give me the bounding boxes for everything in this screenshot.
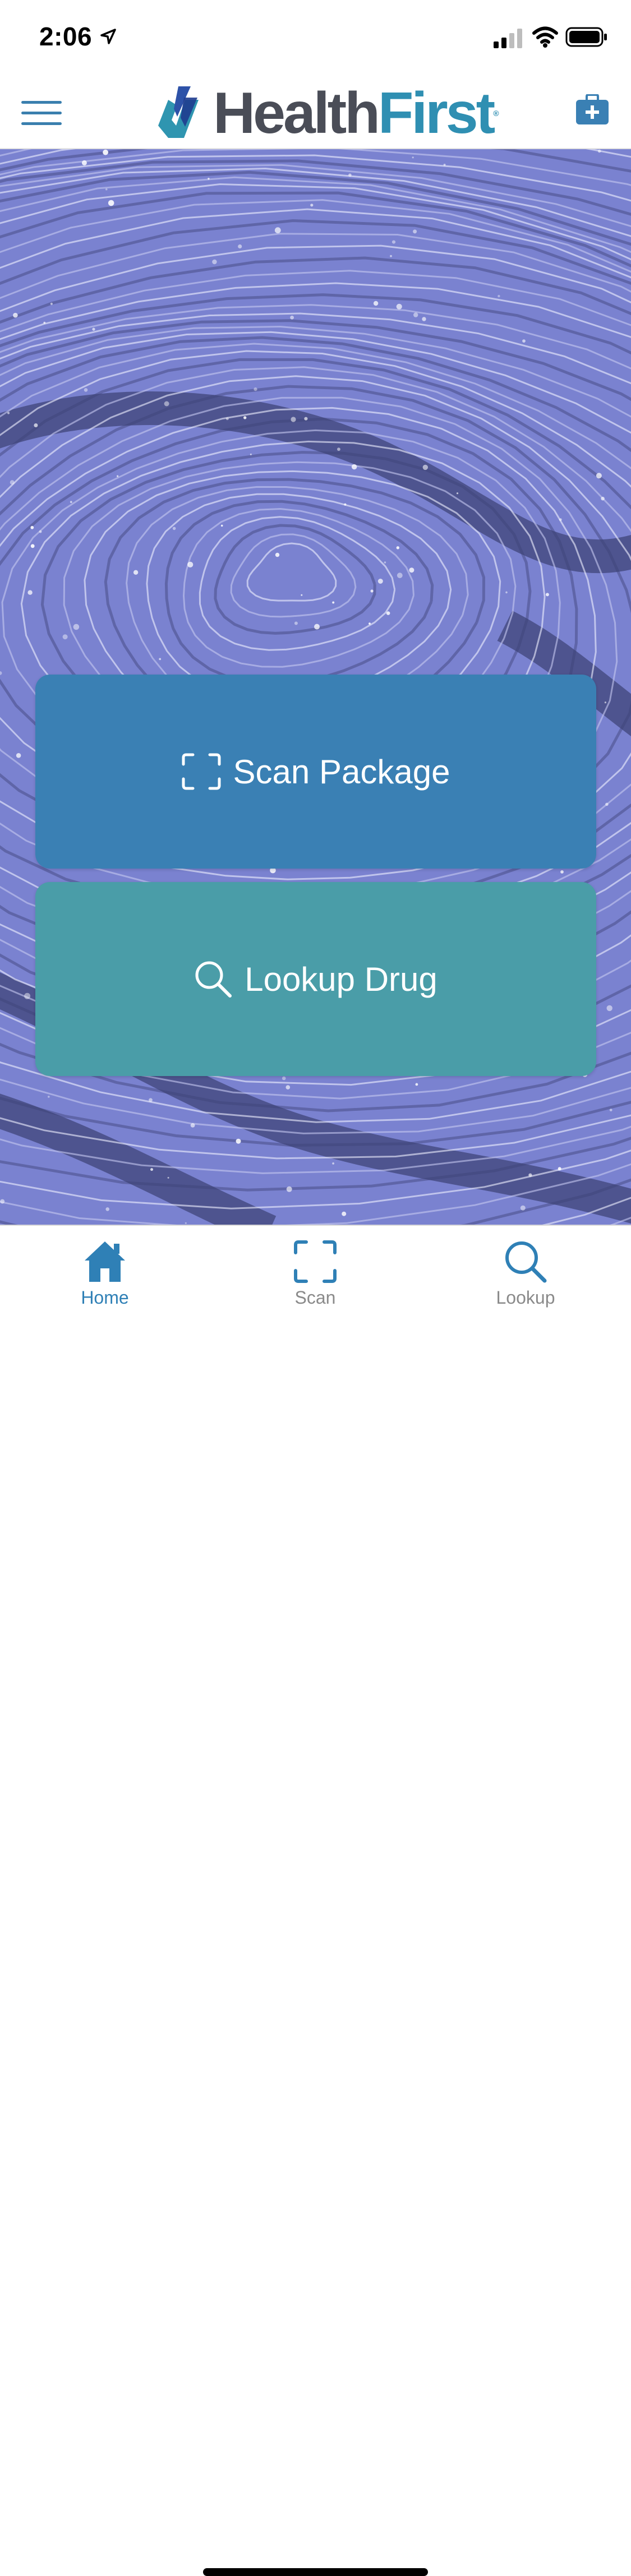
wifi-icon [532, 26, 558, 48]
search-icon [195, 961, 232, 998]
status-time: 2:06 [39, 22, 93, 51]
tab-scan-label: Scan [294, 1287, 336, 1308]
tab-home[interactable]: Home [38, 1239, 172, 1318]
status-bar: 2:06 [0, 0, 631, 74]
signal-icon [494, 29, 522, 48]
tab-home-label: Home [81, 1287, 129, 1308]
logo-text-health: Health [213, 81, 380, 146]
logo-mark-icon [158, 86, 199, 138]
logo-text-first: First [377, 81, 495, 146]
scan-package-button[interactable]: Scan Package [35, 675, 596, 869]
search-icon [505, 1241, 547, 1283]
lookup-drug-label: Lookup Drug [245, 960, 437, 998]
lookup-drug-button[interactable]: Lookup Drug [35, 882, 596, 1076]
header-bar: HealthFirst® [0, 74, 631, 149]
medical-kit-icon[interactable] [575, 94, 609, 126]
tab-lookup[interactable]: Lookup [458, 1239, 593, 1318]
healthfirst-logo: HealthFirst® [151, 80, 499, 142]
registered-mark: ® [493, 109, 499, 118]
scan-frame-icon [182, 753, 221, 790]
hero-background: Scan Package Lookup Drug [0, 149, 631, 1225]
tab-scan[interactable]: Scan [248, 1239, 383, 1318]
scan-package-label: Scan Package [233, 753, 450, 791]
hamburger-icon[interactable] [21, 100, 62, 127]
location-arrow-icon [100, 29, 116, 44]
logo-text: HealthFirst® [213, 84, 499, 142]
scan-frame-icon [294, 1240, 337, 1283]
tab-bar: Home Scan Lookup [0, 1225, 631, 2576]
battery-icon [565, 27, 607, 47]
home-indicator [203, 2568, 428, 2576]
tab-lookup-label: Lookup [496, 1287, 555, 1308]
home-icon [85, 1241, 125, 1282]
